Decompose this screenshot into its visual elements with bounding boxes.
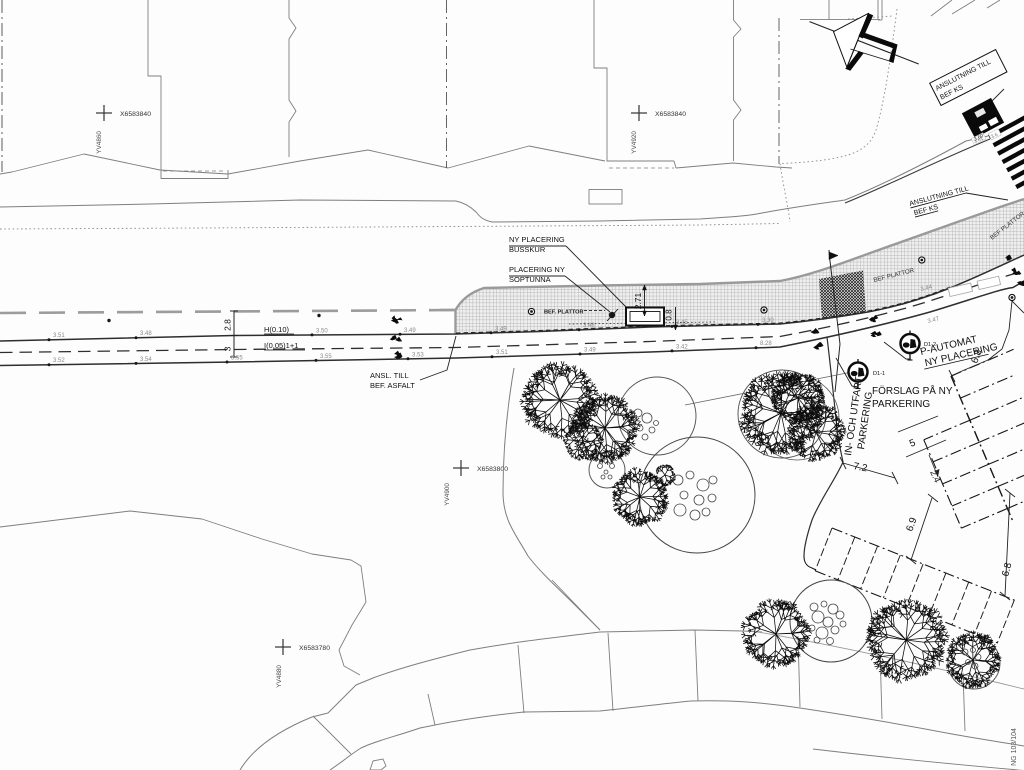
- svg-text:3.45: 3.45: [676, 320, 688, 326]
- svg-text:3: 3: [223, 346, 233, 351]
- svg-text:3.49: 3.49: [584, 348, 596, 354]
- svg-text:NY PLACERING: NY PLACERING: [509, 235, 565, 244]
- svg-text:YV4920: YV4920: [631, 131, 638, 154]
- svg-text:2.71: 2.71: [633, 292, 643, 309]
- svg-text:3.54: 3.54: [140, 357, 152, 363]
- svg-text:D1-1: D1-1: [873, 371, 885, 377]
- svg-text:2.4: 2.4: [928, 469, 942, 485]
- svg-text:0.8: 0.8: [665, 309, 674, 321]
- svg-text:X6583800: X6583800: [477, 466, 508, 473]
- svg-text:3.6: 3.6: [990, 132, 999, 141]
- svg-text:3.44: 3.44: [920, 284, 933, 293]
- svg-text:3.48: 3.48: [583, 323, 595, 329]
- svg-text:3.47: 3.47: [927, 316, 940, 325]
- svg-text:X6583840: X6583840: [120, 111, 151, 118]
- svg-text:PLACERING NY: PLACERING NY: [509, 265, 565, 274]
- svg-text:YV4860: YV4860: [96, 131, 103, 154]
- svg-text:BEF. PLATTOR: BEF. PLATTOR: [544, 310, 584, 316]
- svg-text:3.61: 3.61: [973, 135, 985, 145]
- svg-text:3.49: 3.49: [404, 328, 416, 334]
- svg-text:3.60: 3.60: [973, 133, 985, 143]
- svg-text:X6583780: X6583780: [299, 645, 330, 652]
- svg-text:H(0.10): H(0.10): [264, 325, 290, 334]
- svg-text:BUSSKUR: BUSSKUR: [509, 245, 546, 254]
- svg-text:3.30: 3.30: [762, 318, 774, 324]
- svg-text:3.55: 3.55: [320, 354, 332, 360]
- svg-text:2.8: 2.8: [223, 319, 233, 331]
- svg-text:X6583840: X6583840: [655, 111, 686, 118]
- svg-text:BEF. ASFALT: BEF. ASFALT: [370, 381, 415, 390]
- svg-text:NG 103/104: NG 103/104: [1011, 728, 1018, 766]
- svg-text:ANSL. TILL: ANSL. TILL: [370, 371, 409, 380]
- svg-text:SOPTUNNA: SOPTUNNA: [509, 275, 551, 284]
- svg-text:3.49: 3.49: [495, 326, 507, 332]
- svg-text:3.53: 3.53: [412, 352, 424, 358]
- svg-text:I(0,05)1+1: I(0,05)1+1: [264, 341, 298, 350]
- svg-text:YV4880: YV4880: [276, 665, 283, 688]
- svg-text:6.9: 6.9: [904, 516, 919, 533]
- svg-text:3.48: 3.48: [140, 331, 152, 337]
- svg-text:3.42: 3.42: [676, 344, 688, 350]
- svg-text:3.55: 3.55: [231, 356, 243, 362]
- svg-text:5: 5: [908, 437, 918, 449]
- svg-text:3.50: 3.50: [316, 328, 328, 334]
- svg-text:FÖRSLAG PÅ NY: FÖRSLAG PÅ NY: [872, 384, 953, 397]
- svg-text:6.8: 6.8: [969, 348, 984, 365]
- svg-text:YV4900: YV4900: [444, 483, 451, 506]
- svg-text:6.8: 6.8: [1000, 561, 1014, 578]
- svg-text:D1-2: D1-2: [924, 342, 936, 348]
- svg-text:3.51: 3.51: [496, 350, 508, 356]
- svg-text:PARKERING: PARKERING: [872, 399, 930, 410]
- svg-text:3.51: 3.51: [53, 333, 65, 339]
- svg-text:8.28: 8.28: [760, 341, 772, 347]
- svg-text:3.52: 3.52: [53, 358, 65, 364]
